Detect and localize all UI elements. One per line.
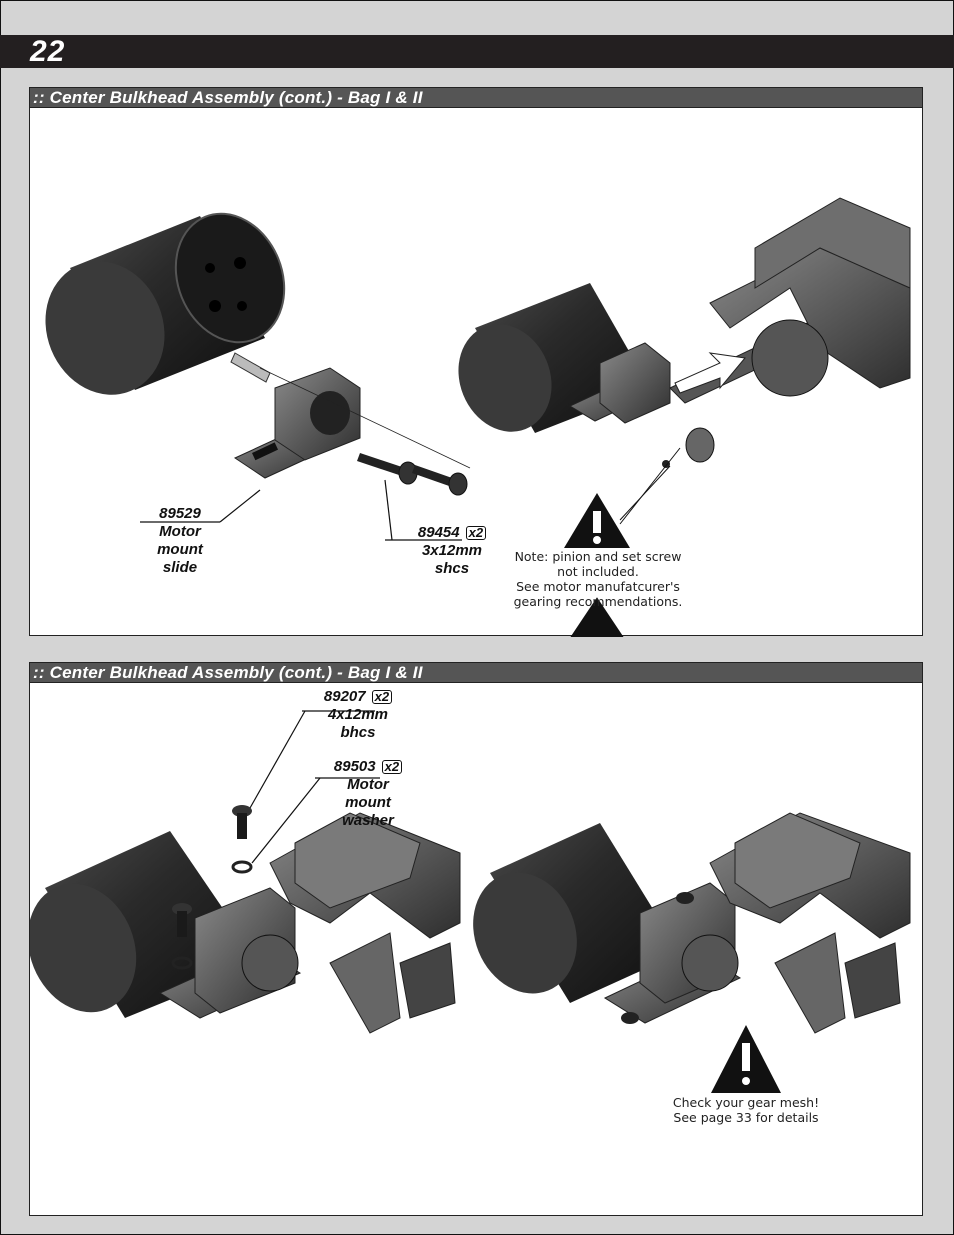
note-line: not included. <box>557 564 639 579</box>
section-title: :: Center Bulkhead Assembly (cont.) - Ba… <box>33 88 423 107</box>
screw-parts <box>259 367 471 496</box>
bhcs-screw-icon <box>171 805 253 970</box>
part-desc-line: bhcs <box>340 724 376 741</box>
motor-bulkhead-assembled-left <box>30 812 461 1034</box>
note-line: Note: pinion and set screw <box>514 549 682 564</box>
section-title: :: Center Bulkhead Assembly (cont.) - Ba… <box>33 663 423 682</box>
part-label-89503: 89503 x2 Motor mount washer <box>308 758 428 830</box>
motor-mount-slide-part <box>233 367 361 479</box>
part-number: 89503 <box>333 758 376 775</box>
part-number: 89529 <box>159 505 201 522</box>
gear-mesh-note: Check your gear mesh! See page 33 for de… <box>646 1095 846 1125</box>
part-desc-line: slide <box>162 559 198 576</box>
qty-badge: x2 <box>381 760 403 774</box>
qty-badge: x2 <box>465 526 487 540</box>
assembly-illustration-2 <box>30 710 911 1093</box>
part-label-89207: 89207 x2 4x12mm bhcs <box>298 688 418 742</box>
motor-illustration <box>45 212 286 395</box>
section-motor-mount: :: Center Bulkhead Assembly (cont.) - Ba… <box>29 87 923 637</box>
section-header: :: Center Bulkhead Assembly (cont.) - Ba… <box>30 88 922 108</box>
part-desc-line: 4x12mm <box>327 706 389 723</box>
note-line: See motor manufatcurer's <box>516 579 680 594</box>
part-desc-line: shcs <box>434 560 470 577</box>
part-label-89454: 89454 x2 3x12mm shcs <box>392 524 512 578</box>
part-desc-line: Motor <box>347 776 389 793</box>
section-header: :: Center Bulkhead Assembly (cont.) - Ba… <box>30 663 922 683</box>
warning-icon <box>564 447 681 637</box>
assembly-illustration-1 <box>45 197 911 637</box>
part-desc-line: mount <box>157 541 203 558</box>
page-header-bar <box>0 35 954 68</box>
warning-icon <box>711 1025 781 1093</box>
section-motor-install: :: Center Bulkhead Assembly (cont.) - Ba… <box>29 662 923 1216</box>
part-number: 89454 <box>417 524 460 541</box>
motor-bulkhead-assembled-right <box>473 812 911 1034</box>
motor-bulkhead-illustration <box>458 197 911 468</box>
part-label-89529: 89529 Motor mount slide <box>140 505 220 577</box>
note-line: See page 33 for details <box>673 1110 819 1125</box>
part-desc-line: washer <box>342 812 394 829</box>
note-line: gearing recommendations. <box>513 594 683 609</box>
part-number: 89207 <box>323 688 366 705</box>
part-desc-line: 3x12mm <box>421 542 483 559</box>
page-number: 22 <box>30 35 66 68</box>
note-line: Check your gear mesh! <box>672 1095 820 1110</box>
qty-badge: x2 <box>371 690 393 704</box>
part-desc-line: Motor <box>159 523 201 540</box>
part-desc-line: mount <box>345 794 391 811</box>
pinion-note: Note: pinion and set screw not included.… <box>493 549 703 609</box>
